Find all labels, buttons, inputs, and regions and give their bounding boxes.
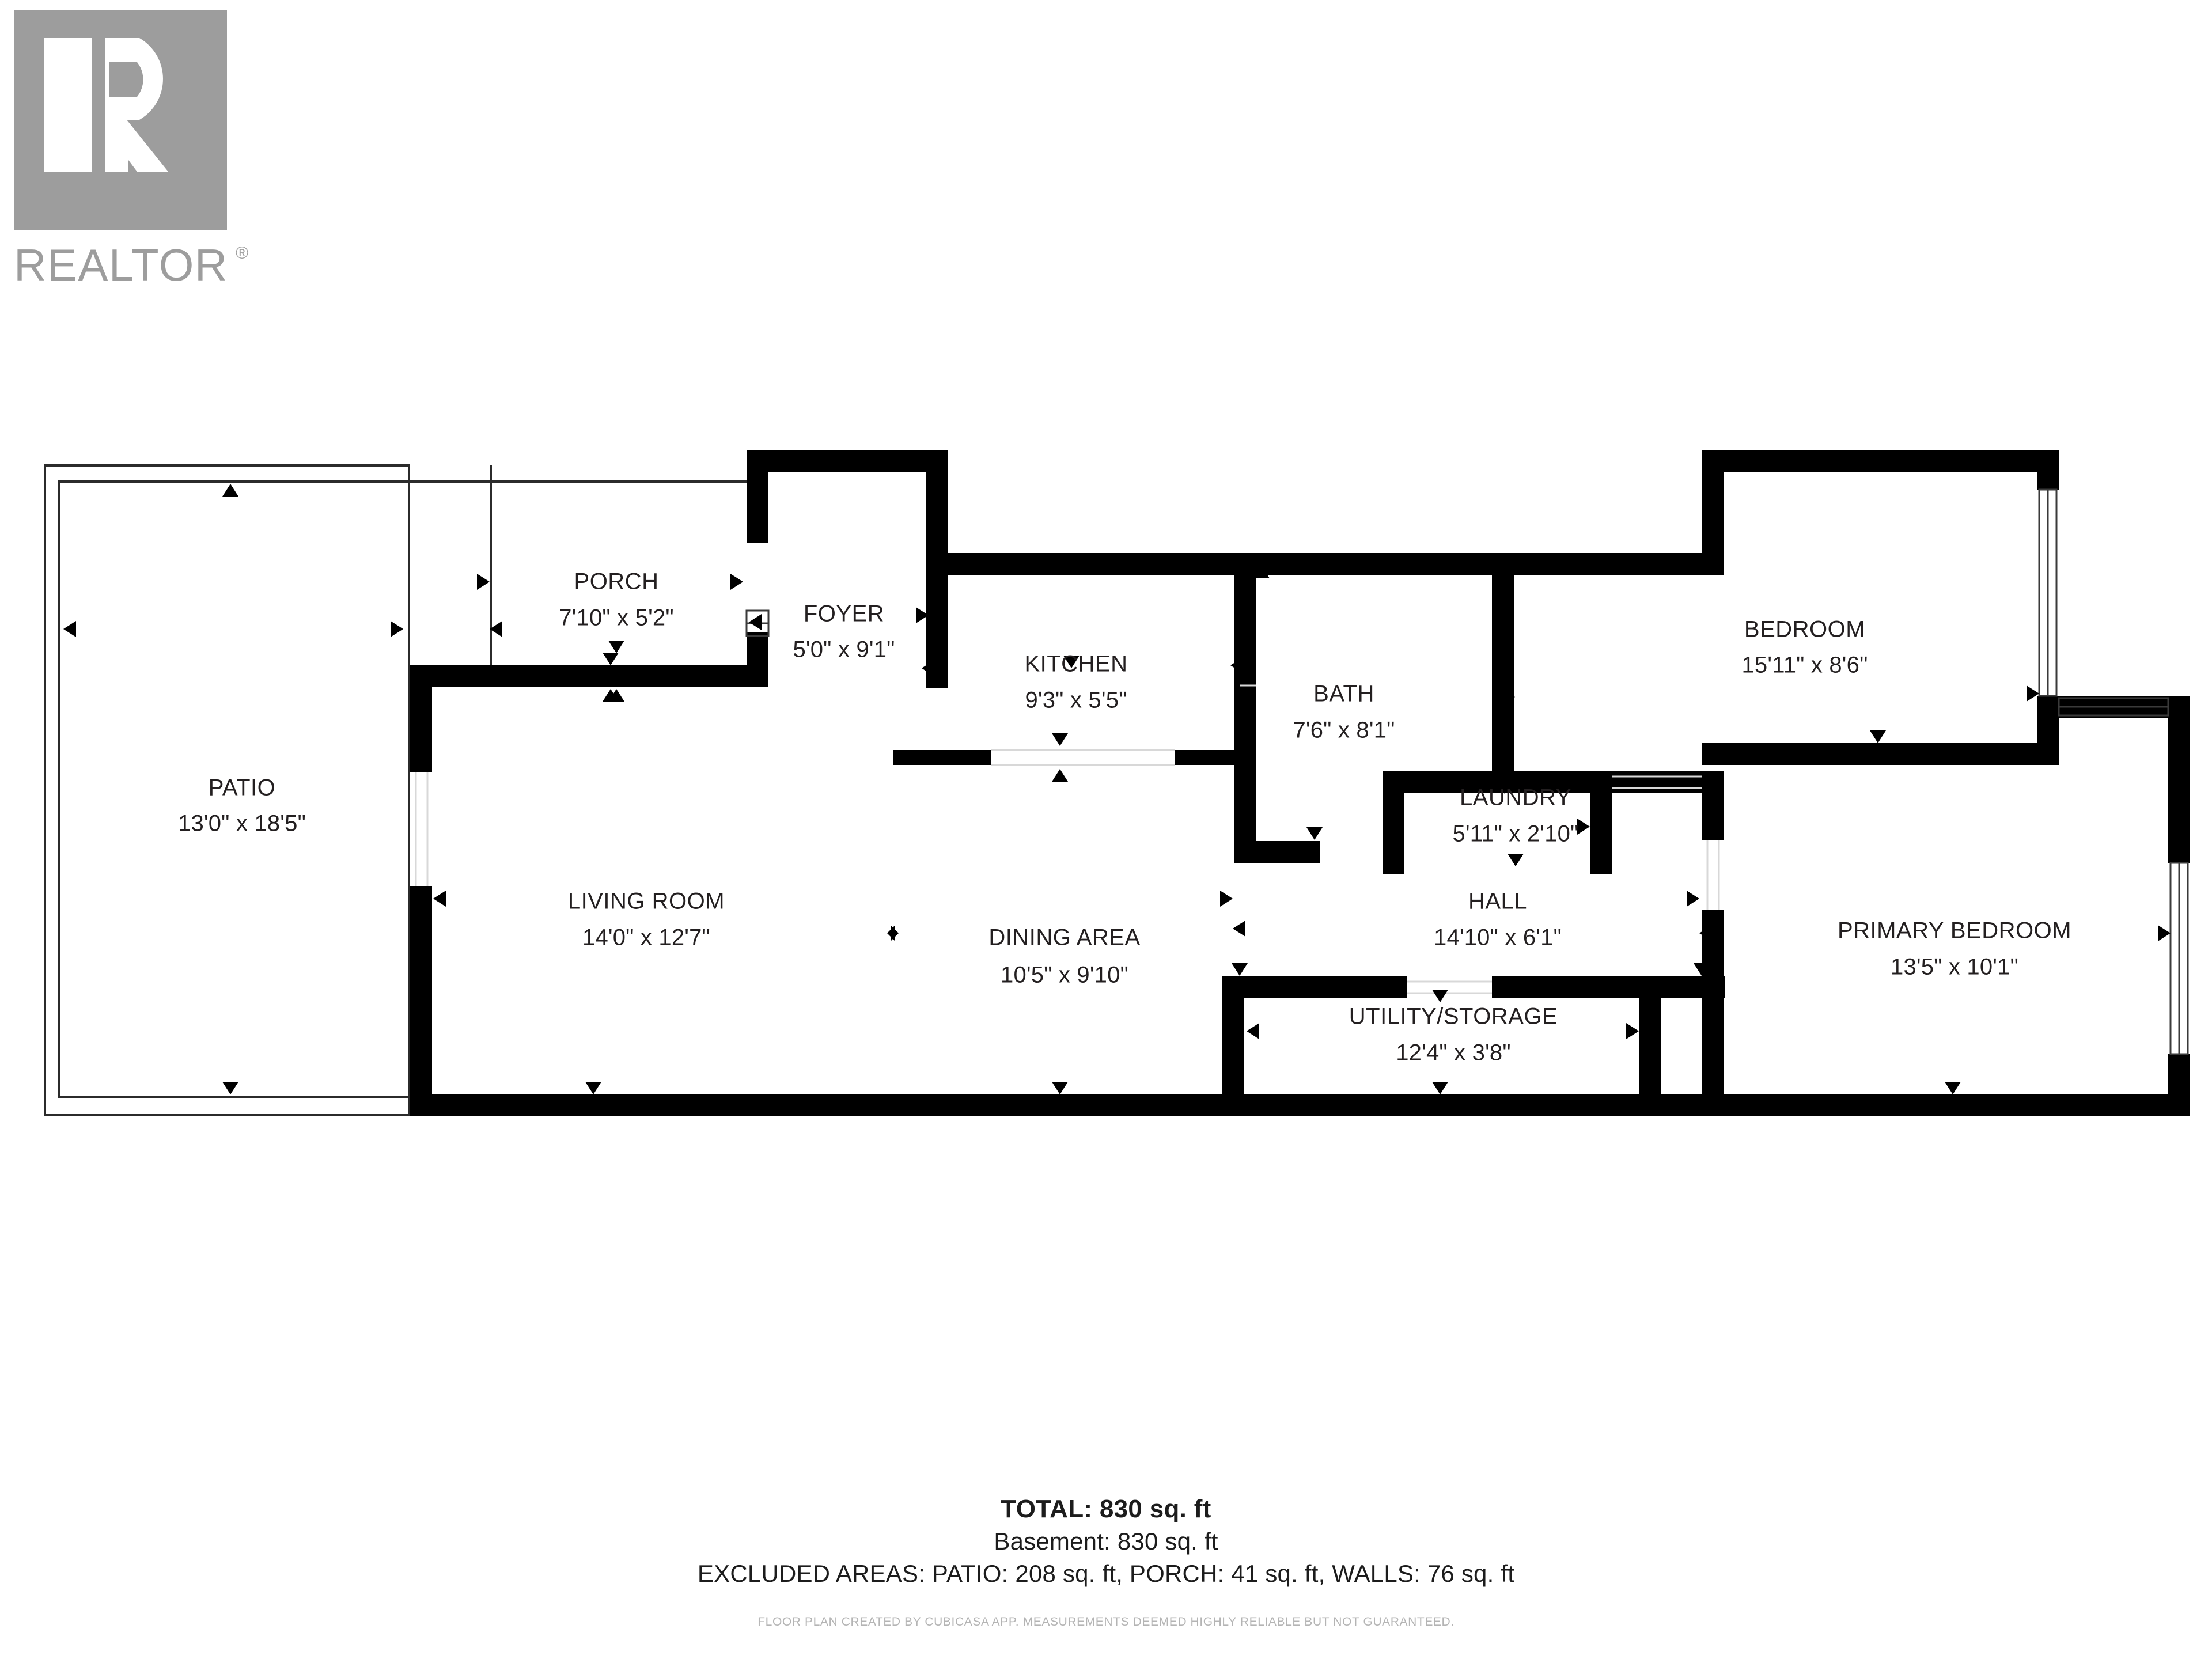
room-label-porch: PORCH [574, 569, 659, 594]
room-dims-primary-bedroom: 13'5" x 10'1" [1891, 955, 2018, 980]
windows [2038, 488, 2189, 1055]
room-label-hall: HALL [1468, 889, 1527, 914]
room-dims-living-room: 14'0" x 12'7" [582, 925, 710, 950]
room-label-bedroom: BEDROOM [1744, 617, 1865, 642]
room-dims-bath: 7'6" x 8'1" [1293, 718, 1395, 743]
room-dims-kitchen: 9'3" x 5'5" [1025, 688, 1127, 713]
total-area-text: TOTAL: 830 sq. ft [1001, 1495, 1211, 1523]
room-labels: PATIO 13'0" x 18'5" PORCH 7'10" x 5'2" F… [178, 569, 2071, 1066]
room-label-bath: BATH [1313, 681, 1374, 707]
room-dims-porch: 7'10" x 5'2" [559, 605, 674, 631]
realtor-logo: REALTOR ® [14, 10, 262, 293]
room-dims-dining-area: 10'5" x 9'10" [1001, 963, 1128, 988]
registered-mark-icon: ® [236, 244, 248, 263]
room-dims-bedroom: 15'11" x 8'6" [1741, 653, 1868, 678]
room-label-laundry: LAUNDRY [1460, 785, 1571, 810]
dimension-markers [63, 450, 2171, 1094]
realtor-wordmark-text: REALTOR [14, 240, 228, 290]
room-label-utility-storage: UTILITY/STORAGE [1349, 1004, 1558, 1029]
room-label-living-room: LIVING ROOM [568, 889, 725, 914]
disclaimer-text: FLOOR PLAN CREATED BY CUBICASA APP. MEAS… [757, 1615, 1455, 1628]
room-label-foyer: FOYER [804, 601, 884, 627]
room-dims-hall: 14'10" x 6'1" [1434, 925, 1562, 950]
realtor-wordmark: REALTOR ® [14, 240, 248, 290]
room-dims-foyer: 5'0" x 9'1" [793, 637, 895, 662]
building-walls [410, 450, 2190, 1116]
room-label-patio: PATIO [209, 775, 276, 801]
area-summary: TOTAL: 830 sq. ft Basement: 830 sq. ft E… [0, 1493, 2212, 1589]
basement-area-text: Basement: 830 sq. ft [994, 1528, 1218, 1555]
porch-outline [409, 465, 747, 665]
room-label-kitchen: KITCHEN [1024, 652, 1127, 677]
room-dims-laundry: 5'11" x 2'10" [1452, 821, 1578, 847]
room-dims-utility-storage: 12'4" x 3'8" [1396, 1040, 1511, 1066]
patio-outline [44, 464, 410, 1116]
door-openings [415, 609, 1720, 994]
room-label-dining-area: DINING AREA [988, 925, 1140, 950]
realtor-r-glyph [44, 38, 168, 172]
excluded-areas-text: EXCLUDED AREAS: PATIO: 208 sq. ft, PORCH… [697, 1559, 1515, 1587]
room-label-primary-bedroom: PRIMARY BEDROOM [1838, 918, 2071, 944]
room-dims-patio: 13'0" x 18'5" [178, 811, 306, 836]
